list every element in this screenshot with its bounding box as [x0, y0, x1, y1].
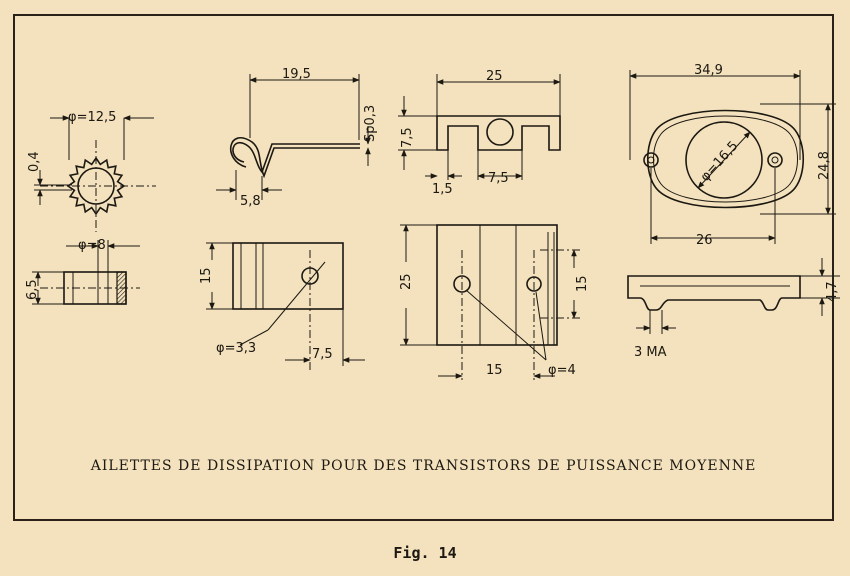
star-dia-label: φ=12,5	[68, 110, 116, 125]
star-gear-outline	[66, 156, 126, 216]
u-h-label: 7,5	[400, 127, 415, 148]
block-holes-label: φ=4	[548, 363, 576, 378]
block-h-label: 25	[399, 273, 414, 290]
flange-top: φ=16,5 34,9 24,8 26	[629, 63, 836, 248]
star-heatsink: φ=12,5 0,4	[27, 110, 156, 232]
drawing-frame	[13, 14, 834, 521]
hole-block: 15 25 15 φ=4	[399, 224, 590, 380]
star-thick-label: 0,4	[27, 151, 42, 172]
flange-side: 4,7 3 MA	[627, 258, 840, 360]
flange-bolt-label: 26	[696, 233, 713, 248]
block-body	[436, 224, 558, 346]
clip-sp-label: Sp0,3	[363, 105, 378, 142]
block-side-label: 15	[575, 275, 590, 292]
flange-screw-label: 3 MA	[634, 345, 667, 360]
flange-h-label: 24,8	[817, 151, 832, 180]
plate-h-label: 15	[199, 267, 214, 284]
plate-off-label: 7,5	[312, 347, 333, 362]
u-lip-label: 1,5	[432, 182, 453, 197]
flange-w-label: 34,9	[694, 63, 723, 78]
flat-plate: φ=3,3 7,5 15	[199, 242, 365, 370]
plate-body	[232, 242, 344, 310]
block-hole-left	[453, 275, 471, 293]
ring-h-label: 6,5	[25, 279, 40, 300]
u-w-label: 25	[486, 69, 503, 84]
ring-dia-label: φ=8	[78, 238, 106, 253]
flange-center-hole	[685, 121, 763, 199]
flange-side-outline	[627, 275, 801, 311]
figure-caption: AILETTES DE DISSIPATION POUR DES TRANSIS…	[90, 458, 757, 474]
ring-heatsink: φ=8 6,5	[25, 238, 140, 305]
u-channel: 25 7,5 1,5 7,5	[398, 69, 561, 197]
flange-dia-label: φ=16,5	[698, 139, 742, 185]
plate-hole-label: φ=3,3	[216, 341, 256, 356]
flange-side-h-label: 4,7	[825, 281, 840, 302]
flange-outline	[647, 109, 804, 209]
u-mid-label: 7,5	[488, 171, 509, 186]
clip-w-label: 19,5	[282, 67, 311, 82]
figure-number: Fig. 14	[393, 544, 457, 562]
clip-loop-label: 5,8	[240, 194, 261, 209]
block-bottom-label: 15	[486, 363, 503, 378]
clip-profile: 19,5 Sp0,3 5,8	[216, 67, 378, 209]
